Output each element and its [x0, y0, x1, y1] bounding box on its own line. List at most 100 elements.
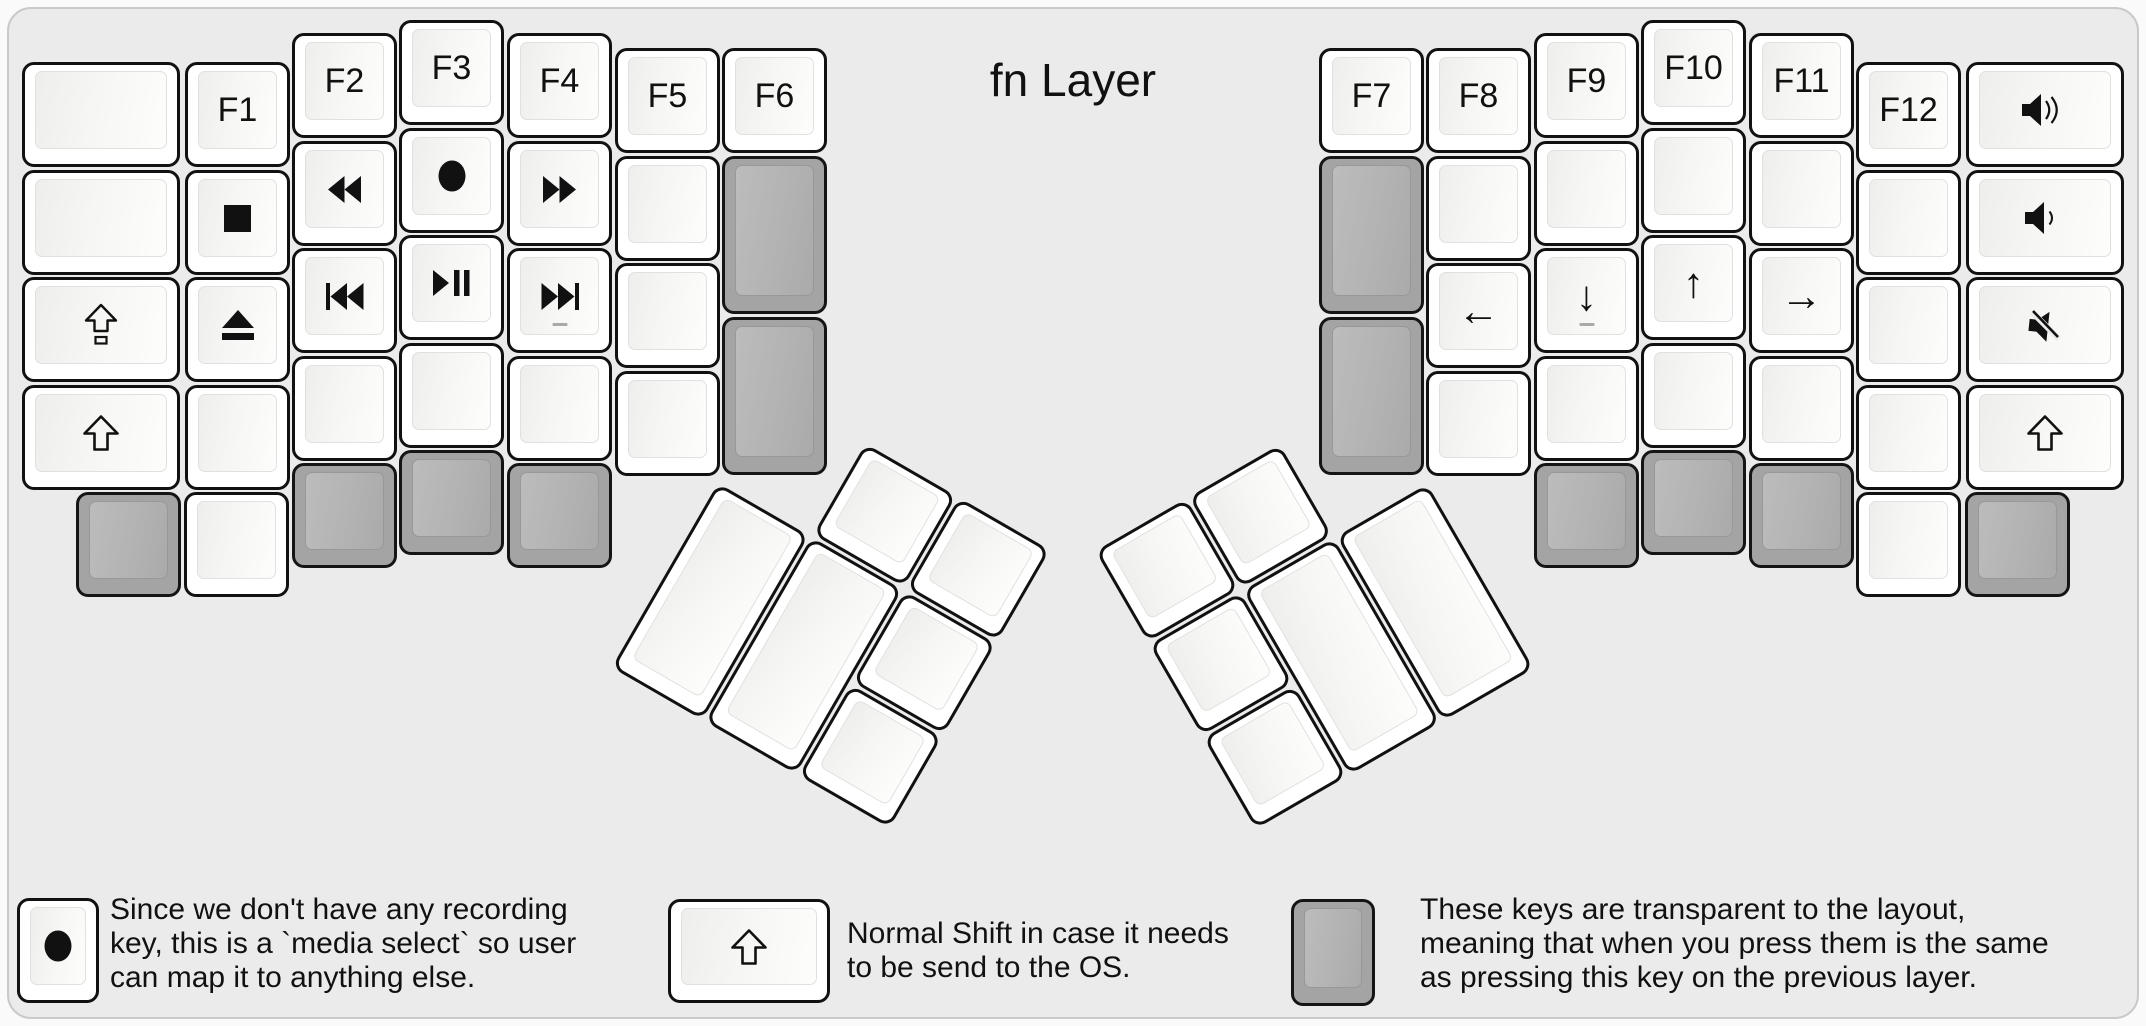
keycap-face: [1547, 150, 1626, 228]
keycap-face: [520, 150, 599, 228]
keycap-face: [198, 394, 277, 472]
keycap-face: [1762, 365, 1841, 443]
keycap-face: [305, 472, 384, 550]
key-shift-right: [1966, 385, 2124, 490]
key-legend: ←: [1457, 287, 1500, 334]
key-arrow-up: ↑: [1641, 235, 1746, 340]
key-blank: [1534, 141, 1639, 246]
keycap-face: [520, 472, 599, 550]
key-f6: F6: [722, 48, 827, 153]
keycap-face: [305, 257, 384, 335]
key-transparent: [722, 156, 827, 314]
keycap-face: F6: [735, 57, 814, 135]
keycap-face: [1654, 352, 1733, 430]
key-arrow-left: ←: [1426, 263, 1531, 368]
key-blank: [1749, 356, 1854, 461]
keycap-face: [1978, 501, 2057, 579]
rewind-icon: [328, 175, 361, 203]
key-transparent: [1749, 463, 1854, 568]
key-blank: [615, 263, 720, 368]
key-legend: F7: [1351, 77, 1392, 115]
keycap-face: [1979, 286, 2111, 364]
key-legend: F4: [539, 62, 580, 100]
legend-line: Normal Shift in case it needs: [847, 917, 1229, 950]
vol-down-icon: [2024, 200, 2066, 236]
key-blank: [22, 170, 180, 275]
keycap-face: [520, 257, 599, 335]
key-f9: F9: [1534, 33, 1639, 138]
keycap-face: F8: [1439, 57, 1518, 135]
keycap-face: [735, 326, 814, 457]
legend-line: to be send to the OS.: [847, 951, 1131, 984]
key-legend: F6: [754, 77, 795, 115]
keycap-face: [1547, 472, 1626, 550]
legend-transparent-key: [1291, 899, 1375, 1006]
keycap-face: F11: [1762, 42, 1841, 120]
shift-icon: [730, 928, 768, 965]
key-rewind: [292, 141, 397, 246]
keycap-face: F5: [628, 57, 707, 135]
key-legend: F3: [431, 49, 472, 87]
keycap-face: [412, 137, 491, 215]
legend-text-transparent: These keys are transparent to the layout…: [1420, 893, 2049, 995]
key-blank: [292, 356, 397, 461]
keycap-face: ←: [1439, 272, 1518, 350]
key-blank: [1856, 385, 1961, 490]
stop-icon: [223, 204, 252, 233]
key-legend: ↓: [1576, 272, 1597, 319]
key-f3: F3: [399, 20, 504, 125]
next-track-icon: [541, 282, 579, 310]
keycap-face: →: [1762, 257, 1841, 335]
key-shift-left: [22, 385, 180, 490]
keycap-face: F3: [412, 29, 491, 107]
eject-icon: [221, 309, 255, 341]
key-mute: [1966, 277, 2124, 382]
key-f7: F7: [1319, 48, 1424, 153]
keycap-face: [35, 394, 167, 472]
legend-text-shift: Normal Shift in case it needs to be send…: [847, 917, 1229, 985]
key-blank: [1426, 156, 1531, 261]
keycap-face: [35, 286, 167, 364]
layer-title: fn Layer: [989, 54, 1157, 106]
key-legend: F11: [1773, 62, 1830, 100]
shift-icon: [82, 415, 120, 451]
key-legend: F9: [1566, 62, 1607, 100]
play-pause-icon: [433, 269, 470, 297]
keycap-face: F12: [1869, 71, 1948, 149]
key-legend: ↑: [1683, 259, 1704, 306]
keycap-face: [198, 179, 277, 257]
legend-line: These keys are transparent to the layout…: [1420, 893, 1966, 926]
keycap-face: [1979, 394, 2111, 472]
keycap-face: [926, 511, 1035, 619]
key-legend: →: [1780, 272, 1823, 319]
keycap-face: [412, 244, 491, 322]
keycap-face: [412, 459, 491, 537]
mute-icon: [2026, 306, 2064, 344]
key-fast-forward: [507, 141, 612, 246]
key-transparent: [1534, 463, 1639, 568]
key-prev-track: [292, 248, 397, 353]
keycap-face: [305, 365, 384, 443]
keycap-face: [30, 907, 86, 985]
key-transparent: [292, 463, 397, 568]
keycap-face: [735, 165, 814, 296]
keycap-face: [1762, 150, 1841, 228]
front-legend-underscore: [552, 322, 567, 326]
fast-forward-icon: [543, 175, 576, 203]
key-arrow-right: →: [1749, 248, 1854, 353]
prev-track-icon: [325, 282, 364, 310]
key-transparent: [1641, 450, 1746, 555]
key-stop: [185, 170, 290, 275]
key-f5: F5: [615, 48, 720, 153]
keycap-face: [628, 272, 707, 350]
keycap-face: [1332, 165, 1411, 296]
keycap-face: [197, 501, 276, 579]
keycap-face: [1654, 137, 1733, 215]
keycap-face: [1979, 71, 2111, 149]
keycap-face: [35, 71, 167, 149]
legend-shift-key: [668, 899, 830, 1003]
key-blank: [185, 385, 290, 490]
key-f2: F2: [292, 33, 397, 138]
key-blank: [399, 343, 504, 448]
key-blank: [1641, 128, 1746, 233]
